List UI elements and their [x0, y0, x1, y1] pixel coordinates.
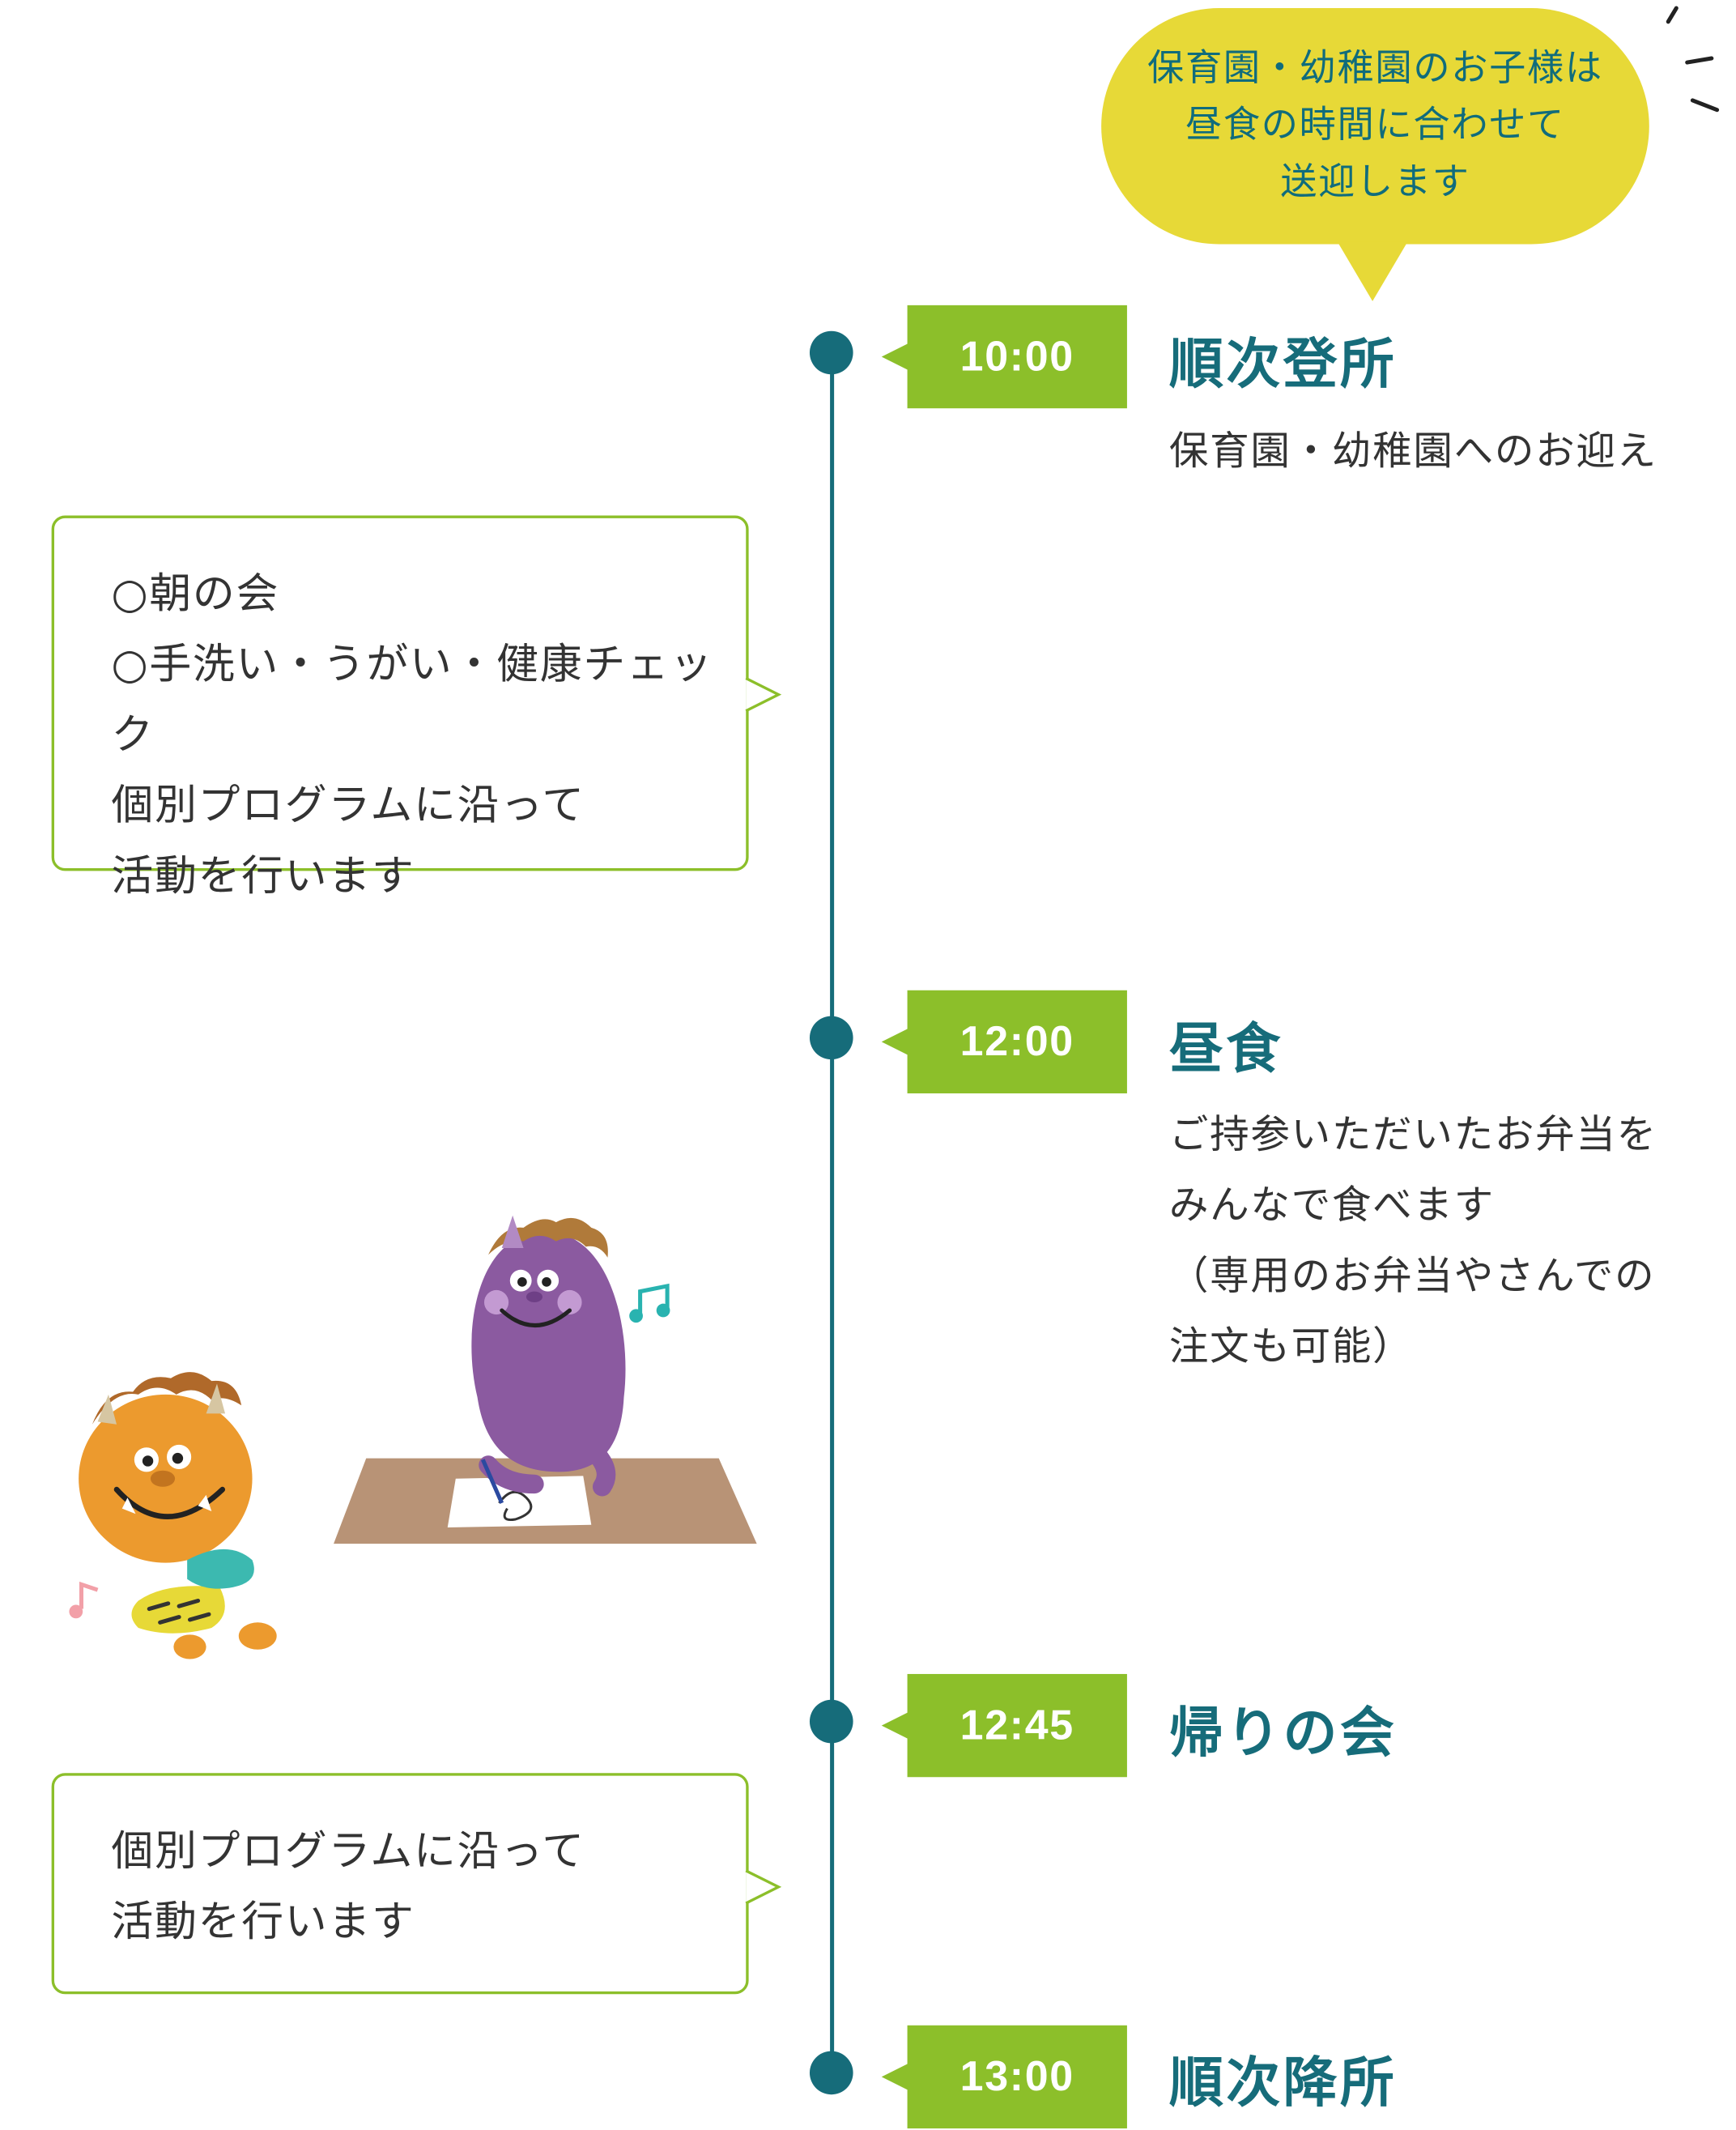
note-text: ○朝の会 ○手洗い・うがい・健康チェック 個別プログラムに沿って 活動を行います: [111, 569, 714, 901]
music-note-icon: [69, 1581, 99, 1619]
timeline-line: [830, 355, 835, 2079]
purple-oni-character: [471, 1215, 626, 1504]
oni-drawing-illustration: [69, 1215, 757, 1659]
event-title: 昼食: [1168, 1018, 1283, 1081]
speech-bubble-tail: [1337, 241, 1408, 301]
morning-activity-note: ○朝の会 ○手洗い・うがい・健康チェック 個別プログラムに沿って 活動を行います: [51, 515, 782, 901]
orange-oni-character: [79, 1372, 277, 1659]
music-note-icon: [629, 1283, 670, 1323]
note-pointer: [745, 1869, 782, 1905]
timeline-dot: [809, 1016, 853, 1060]
time-badge: 10:00: [881, 305, 1127, 409]
timeline-dot: [809, 2051, 853, 2095]
timeline-dot: [809, 1699, 853, 1744]
note-text: 個別プログラムに沿って 活動を行います: [111, 1827, 585, 1947]
pickup-speech-bubble: 保育園・幼稚園のお子様は 昼食の時間に合わせて 送迎します: [1101, 8, 1649, 245]
event-title: 順次登所: [1168, 334, 1398, 397]
note-pointer: [745, 677, 782, 713]
drawing-paper: [447, 1476, 592, 1528]
sparkle-lines-icon: [1666, 6, 1720, 113]
event-description: 保育園・幼稚園へのお迎え: [1168, 427, 1657, 474]
time-badge: 13:00: [881, 2025, 1127, 2129]
event-title: 順次降所: [1168, 2052, 1398, 2115]
time-badge: 12:00: [881, 990, 1127, 1094]
timeline-dot: [809, 330, 853, 375]
event-description: ご持参いただいたお弁当を みんなで食べます （専用のお弁当やさんでの 注文も可能…: [1168, 1110, 1657, 1370]
afternoon-activity-note: 個別プログラムに沿って 活動を行います: [51, 1773, 782, 1995]
time-badge: 12:45: [881, 1673, 1127, 1778]
pickup-speech-text: 保育園・幼稚園のお子様は 昼食の時間に合わせて 送迎します: [1147, 47, 1603, 204]
event-title: 帰りの会: [1168, 1702, 1398, 1766]
